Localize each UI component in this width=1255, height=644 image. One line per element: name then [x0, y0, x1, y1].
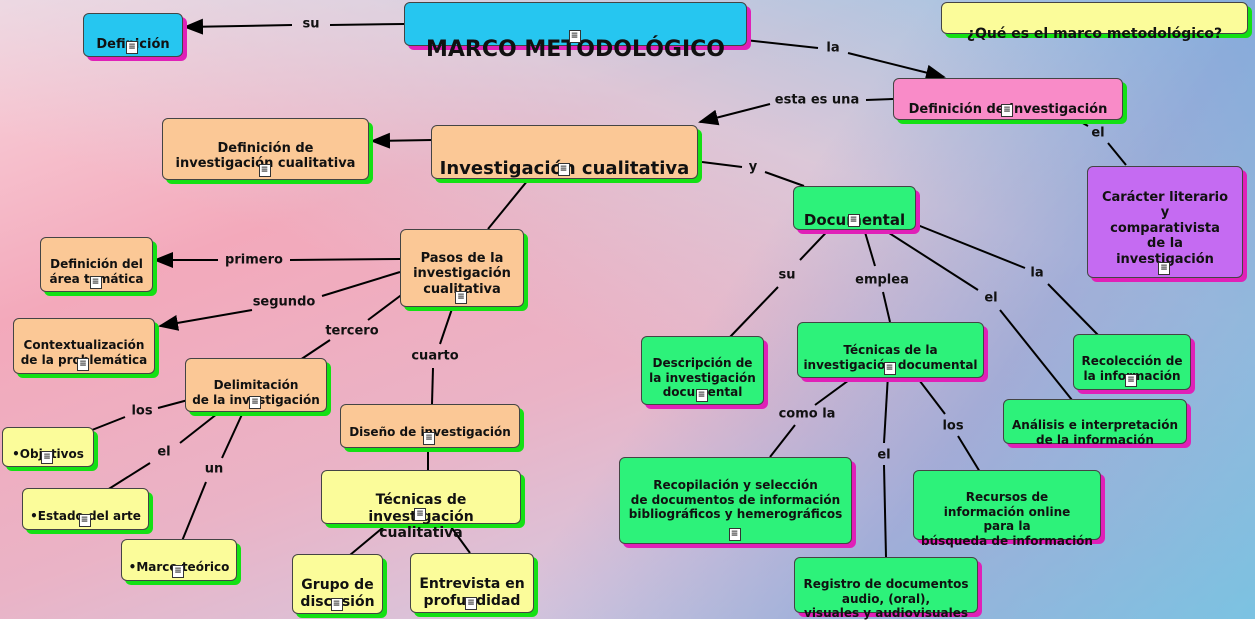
link-label-los: los: [131, 403, 153, 419]
link-label-el: el: [157, 444, 171, 460]
node-tecnicas-cualitativa[interactable]: Técnicas de investigación cualitativa: [321, 470, 521, 541]
link-label-su: su: [778, 267, 796, 283]
document-icon[interactable]: [883, 362, 896, 375]
node-label: ¿Qué es el marco metodológico?: [966, 25, 1223, 42]
node-label: •Marco teórico: [128, 560, 230, 575]
node-caracter-literario[interactable]: Carácter literario y comparativista de l…: [1087, 166, 1243, 278]
node-label: Técnicas de la investigación documental: [803, 343, 978, 372]
document-icon[interactable]: [728, 528, 741, 541]
node-definicion-investigacion-cualitativa[interactable]: Definición de investigación cualitativa: [162, 118, 369, 180]
document-icon[interactable]: [465, 597, 477, 610]
node-label: Pasos de la investigación cualitativa: [413, 250, 511, 297]
node-label: Registro de documentos audio, (oral), vi…: [803, 577, 969, 621]
link-label-emplea: emplea: [855, 272, 909, 288]
link-label-el: el: [984, 290, 998, 306]
node-delimitacion[interactable]: Delimitación de la investigación: [185, 358, 327, 412]
document-icon[interactable]: [1158, 262, 1170, 275]
document-icon[interactable]: [258, 164, 271, 177]
node-definicion-area[interactable]: Definición del área temática: [40, 237, 153, 292]
link-label-la: la: [1030, 265, 1044, 281]
node-objetivos[interactable]: •Objetivos: [2, 427, 94, 467]
node-diseno[interactable]: Diseño de investigación: [340, 404, 520, 448]
document-icon[interactable]: [1125, 374, 1137, 387]
document-icon[interactable]: [568, 30, 581, 43]
node-label: Recursos de información online para la b…: [921, 490, 1093, 548]
link-label-como-la: como la: [778, 406, 836, 422]
link-label-un: un: [204, 461, 224, 477]
node-label: Análisis e interpretación de la informac…: [1012, 418, 1178, 447]
node-pregunta: ¿Qué es el marco metodológico?: [941, 2, 1248, 42]
node-analisis[interactable]: Análisis e interpretación de la informac…: [1003, 399, 1187, 447]
link-label-cuarto: cuarto: [411, 348, 459, 364]
node-investigacion-cualitativa[interactable]: Investigación cualitativa: [431, 125, 698, 179]
node-recopilacion[interactable]: Recopilación y selección de documentos d…: [619, 457, 852, 544]
node-recoleccion[interactable]: Recolección de la información: [1073, 334, 1191, 390]
document-icon[interactable]: [249, 396, 261, 409]
connector-lines: [91, 18, 1127, 558]
node-label: Recopilación y selección de documentos d…: [628, 478, 843, 522]
node-documental[interactable]: Documental: [793, 186, 916, 230]
node-label: •Estado del arte: [30, 509, 141, 524]
node-label: Contextualización de la problemática: [20, 338, 148, 367]
node-contextualizacion[interactable]: Contextualización de la problemática: [13, 318, 155, 374]
document-icon[interactable]: [126, 41, 138, 54]
document-icon[interactable]: [1001, 104, 1013, 117]
node-entrevista[interactable]: Entrevista en profundidad: [410, 553, 534, 613]
node-label: Investigación cualitativa: [439, 157, 690, 179]
document-icon[interactable]: [414, 508, 426, 521]
document-icon[interactable]: [89, 276, 102, 289]
node-label: Carácter literario y comparativista de l…: [1101, 189, 1229, 267]
node-definicion-investigacion[interactable]: Definición de Investigación: [893, 78, 1123, 120]
document-icon[interactable]: [78, 514, 91, 527]
link-label-y: y: [748, 159, 758, 175]
link-label-el: el: [1091, 125, 1105, 141]
node-definicion[interactable]: Definición: [83, 13, 183, 57]
node-registro[interactable]: Registro de documentos audio, (oral), vi…: [794, 557, 978, 620]
link-label-segundo: segundo: [252, 294, 316, 310]
link-label-la: la: [826, 40, 840, 56]
link-label-el: el: [877, 447, 891, 463]
node-label: Definición de investigación cualitativa: [175, 140, 356, 172]
document-icon[interactable]: [557, 163, 570, 176]
node-recursos[interactable]: Recursos de información online para la b…: [913, 470, 1101, 548]
document-icon[interactable]: [423, 432, 435, 445]
link-label-esta-es-una: esta es una: [774, 92, 860, 108]
node-pasos[interactable]: Pasos de la investigación cualitativa: [400, 229, 524, 307]
document-icon[interactable]: [330, 598, 343, 611]
node-marco-teorico[interactable]: •Marco teórico: [121, 539, 237, 581]
node-label: MARCO METODOLÓGICO: [426, 37, 725, 63]
document-icon[interactable]: [77, 358, 89, 371]
document-icon[interactable]: [172, 565, 184, 578]
link-label-primero: primero: [225, 252, 283, 268]
link-label-tercero: tercero: [325, 323, 379, 339]
document-icon[interactable]: [41, 451, 53, 464]
node-grupo-discusion[interactable]: Grupo de discusión: [292, 554, 383, 614]
document-icon[interactable]: [847, 214, 860, 227]
link-label-su: su: [302, 16, 320, 32]
node-marco-metodologico[interactable]: MARCO METODOLÓGICO: [404, 2, 747, 62]
node-tecnicas-documental[interactable]: Técnicas de la investigación documental: [797, 322, 984, 378]
node-label: Diseño de investigación: [349, 425, 511, 440]
document-icon[interactable]: [455, 291, 467, 304]
node-estado-arte[interactable]: •Estado del arte: [22, 488, 149, 530]
node-descripcion[interactable]: Descripción de la investigación document…: [641, 336, 764, 405]
link-label-los: los: [942, 418, 964, 434]
document-icon[interactable]: [695, 389, 708, 402]
node-label: Recolección de la información: [1081, 354, 1183, 383]
